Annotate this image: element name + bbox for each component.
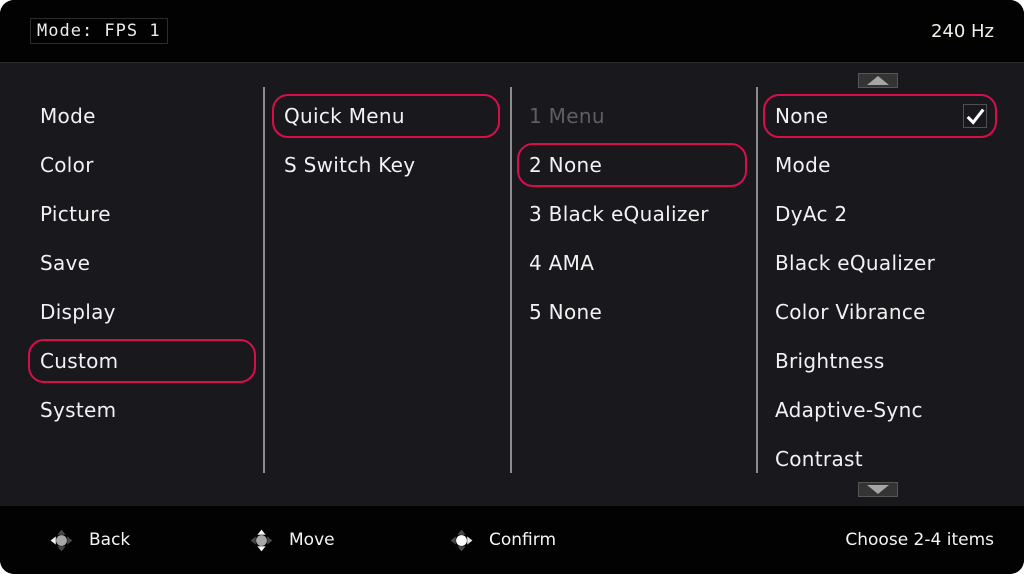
osd-footer: Back Move Confirm Choose 2-4 items — [0, 506, 1024, 574]
sidebar-item-label: Picture — [40, 202, 111, 226]
option-item-contrast[interactable]: Contrast — [763, 437, 997, 481]
joystick-vertical-icon — [250, 529, 273, 551]
sidebar-item-color[interactable]: Color — [28, 143, 256, 187]
confirm-label: Confirm — [489, 530, 557, 550]
option-item-none[interactable]: None — [763, 94, 997, 138]
refresh-rate-badge: 240 Hz — [930, 20, 994, 42]
slot-item-label: 5 None — [529, 300, 603, 324]
column-divider — [510, 87, 512, 473]
scroll-up-button[interactable] — [858, 73, 898, 88]
option-item-label: Color Vibrance — [775, 300, 926, 324]
selection-hint: Choose 2-4 items — [845, 530, 994, 550]
submenu-item-label: S Switch Key — [284, 153, 416, 177]
submenu-item-s-switch-key[interactable]: S Switch Key — [272, 143, 500, 187]
submenu-item-quick-menu[interactable]: Quick Menu — [272, 94, 500, 138]
slot-item-1-menu: 1 Menu — [517, 94, 747, 138]
option-item-label: Black eQualizer — [775, 251, 936, 275]
slot-item-3-black-equalizer[interactable]: 3 Black eQualizer — [517, 192, 747, 236]
down-arrow-icon — [867, 485, 889, 494]
submenu-item-label: Quick Menu — [284, 104, 405, 128]
option-item-dyac-2[interactable]: DyAc 2 — [763, 192, 997, 236]
slot-item-label: 1 Menu — [529, 104, 605, 128]
footer-action-back: Back — [48, 506, 130, 574]
column-divider — [756, 87, 758, 473]
slot-item-5-none[interactable]: 5 None — [517, 290, 747, 334]
slot-item-label: 4 AMA — [529, 251, 595, 275]
slot-item-label: 3 Black eQualizer — [529, 202, 709, 226]
back-label: Back — [89, 530, 131, 550]
sidebar-item-label: Color — [40, 153, 94, 177]
checkmark-icon — [963, 104, 987, 128]
option-item-label: Brightness — [775, 349, 885, 373]
footer-action-confirm: Confirm — [448, 506, 556, 574]
option-item-adaptive-sync[interactable]: Adaptive-Sync — [763, 388, 997, 432]
slot-item-4-ama[interactable]: 4 AMA — [517, 241, 747, 285]
joystick-press-icon — [450, 529, 473, 551]
option-item-color-vibrance[interactable]: Color Vibrance — [763, 290, 997, 334]
option-item-black-equalizer[interactable]: Black eQualizer — [763, 241, 997, 285]
osd-body: Mode Color Picture Save Display Custom S… — [0, 62, 1024, 509]
sidebar-item-picture[interactable]: Picture — [28, 192, 256, 236]
sidebar-item-label: Save — [40, 251, 91, 275]
sidebar-item-custom[interactable]: Custom — [28, 339, 256, 383]
move-label: Move — [289, 530, 335, 550]
option-item-label: Adaptive-Sync — [775, 398, 923, 422]
sidebar-item-system[interactable]: System — [28, 388, 256, 432]
option-item-mode[interactable]: Mode — [763, 143, 997, 187]
sidebar-item-label: Mode — [40, 104, 96, 128]
sidebar-item-save[interactable]: Save — [28, 241, 256, 285]
osd-header: Mode: FPS 1 240 Hz — [0, 0, 1024, 62]
slot-item-label: 2 None — [529, 153, 603, 177]
joystick-left-icon — [50, 529, 73, 551]
column-divider — [263, 87, 265, 473]
sidebar-item-display[interactable]: Display — [28, 290, 256, 334]
sidebar-item-mode[interactable]: Mode — [28, 94, 256, 138]
up-arrow-icon — [867, 76, 889, 85]
slot-item-2-none[interactable]: 2 None — [517, 143, 747, 187]
footer-action-move: Move — [248, 506, 335, 574]
option-item-label: None — [775, 104, 829, 128]
option-item-label: DyAc 2 — [775, 202, 848, 226]
option-item-brightness[interactable]: Brightness — [763, 339, 997, 383]
sidebar-item-label: Custom — [40, 349, 119, 373]
option-item-label: Contrast — [775, 447, 863, 471]
mode-status: Mode: FPS 1 — [30, 18, 168, 44]
option-item-label: Mode — [775, 153, 831, 177]
sidebar-item-label: System — [40, 398, 117, 422]
scroll-down-button[interactable] — [858, 482, 898, 497]
sidebar-item-label: Display — [40, 300, 116, 324]
